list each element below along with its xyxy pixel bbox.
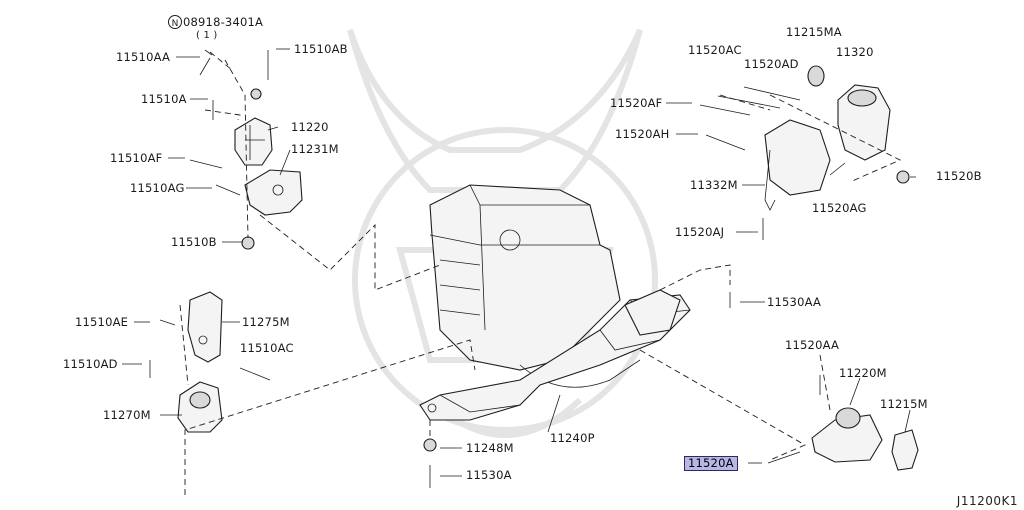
label-11240p[interactable]: 11240P xyxy=(550,431,595,445)
label-11275m[interactable]: 11275M xyxy=(242,315,290,329)
label-11510ad[interactable]: 11510AD xyxy=(63,357,118,371)
label-11510af[interactable]: 11510AF xyxy=(110,151,163,165)
engine-block-icon xyxy=(429,184,641,388)
svg-text:N: N xyxy=(172,19,179,29)
label-11530aa[interactable]: 11530AA xyxy=(767,295,822,309)
engine-mount-icon xyxy=(234,117,303,216)
engine-mount-icon xyxy=(811,407,919,471)
label-08918-3401a[interactable]: 08918-3401A xyxy=(183,15,264,29)
label-11332m[interactable]: 11332M xyxy=(690,178,738,192)
label-11520ah[interactable]: 11520AH xyxy=(615,127,670,141)
n-circle-icon: N xyxy=(168,15,182,29)
label-11510a[interactable]: 11510A xyxy=(141,92,187,106)
label-11520af[interactable]: 11520AF xyxy=(610,96,663,110)
label-11215ma[interactable]: 11215MA xyxy=(786,25,842,39)
crossmember-icon xyxy=(419,289,691,421)
label-11520ag[interactable]: 11520AG xyxy=(812,201,867,215)
label-11520a-highlighted[interactable]: 11520A xyxy=(684,456,738,471)
bolt-icon xyxy=(149,49,846,488)
label-11270m[interactable]: 11270M xyxy=(103,408,151,422)
leader-lines xyxy=(122,48,916,477)
label-11215m[interactable]: 11215M xyxy=(880,397,928,411)
engine-mount-icon xyxy=(764,65,891,211)
label-11520aa[interactable]: 11520AA xyxy=(785,338,840,352)
nut-icon xyxy=(241,88,910,452)
engine-mount-icon xyxy=(177,291,223,433)
label-11320[interactable]: 11320 xyxy=(836,45,874,59)
label-11520b[interactable]: 11520B xyxy=(936,169,982,183)
label-11520ad[interactable]: 11520AD xyxy=(744,57,799,71)
label-qty: ( 1 ) xyxy=(196,30,218,41)
label-11231m[interactable]: 11231M xyxy=(291,142,339,156)
label-11510ab[interactable]: 11510AB xyxy=(294,42,348,56)
label-11510ae[interactable]: 11510AE xyxy=(75,315,129,329)
label-11510ac[interactable]: 11510AC xyxy=(240,341,294,355)
label-11248m[interactable]: 11248M xyxy=(466,441,514,455)
label-11520aj[interactable]: 11520AJ xyxy=(675,225,725,239)
label-11530a[interactable]: 11530A xyxy=(466,468,512,482)
label-11510ag[interactable]: 11510AG xyxy=(130,181,185,195)
label-11510b[interactable]: 11510B xyxy=(171,235,217,249)
label-11220m[interactable]: 11220M xyxy=(839,366,887,380)
label-11510aa[interactable]: 11510AA xyxy=(116,50,171,64)
label-11520ac[interactable]: 11520AC xyxy=(688,43,742,57)
assembly-lines xyxy=(179,51,902,495)
label-11220[interactable]: 11220 xyxy=(291,120,329,134)
diagram-code: J11200K1 xyxy=(956,494,1018,508)
